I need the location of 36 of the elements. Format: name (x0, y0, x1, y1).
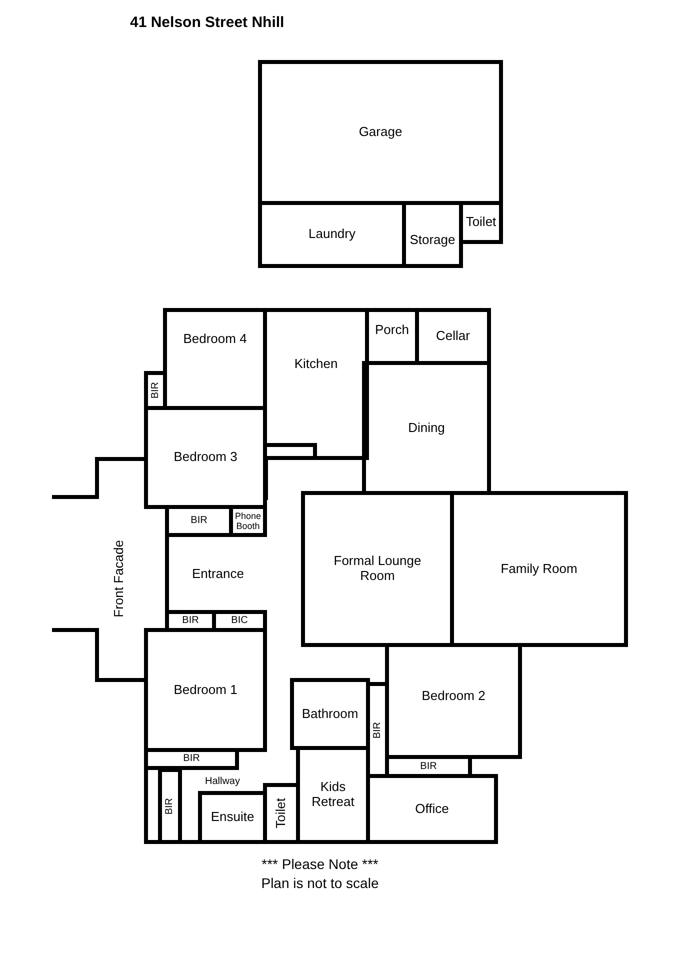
facade-label: Front Facade (112, 540, 127, 618)
room-label: Entrance (192, 567, 244, 582)
room-label: BIR (372, 722, 384, 738)
plan-title: 41 Nelson Street Nhill (130, 14, 284, 31)
room-label: BIR (420, 760, 437, 772)
room-label: Bedroom 1 (174, 682, 238, 698)
room-label: BIR (183, 753, 200, 765)
room-label: Garage (358, 125, 402, 140)
room-label: Phone Booth (234, 510, 262, 532)
note-text: *** Please Note *** (260, 856, 380, 872)
room-label: Kids Retreat (310, 780, 356, 810)
room-label: Cellar (436, 329, 470, 344)
room-label: BIR (164, 798, 176, 814)
room-label: BIR (190, 515, 208, 527)
room-label: Toilet (466, 215, 496, 230)
room-label: Toilet (274, 798, 289, 829)
room-label: Office (415, 802, 449, 816)
room-label: BIC (231, 615, 248, 627)
room-label: Storage (410, 233, 456, 248)
room-label: Bathroom (302, 706, 358, 722)
room-label: Dining (408, 420, 445, 436)
room-label: Bedroom 4 (183, 332, 247, 346)
room-label: Porch (375, 323, 409, 338)
room-label: Hallway (204, 776, 240, 788)
room-label: BIR (150, 382, 162, 399)
room-label: Laundry (308, 227, 356, 242)
room-label: Ensuite (210, 810, 254, 825)
room-label: Bedroom 3 (174, 450, 238, 465)
room-label: Kitchen (294, 356, 338, 372)
room-label: Bedroom 2 (422, 688, 486, 704)
room-label: Family Room (500, 562, 578, 576)
room-outline (144, 628, 267, 752)
room-outline (290, 678, 370, 750)
room-label: Formal Lounge Room (332, 554, 422, 584)
room-label: BIR (182, 615, 199, 627)
note-text: Plan is not to scale (260, 875, 380, 891)
